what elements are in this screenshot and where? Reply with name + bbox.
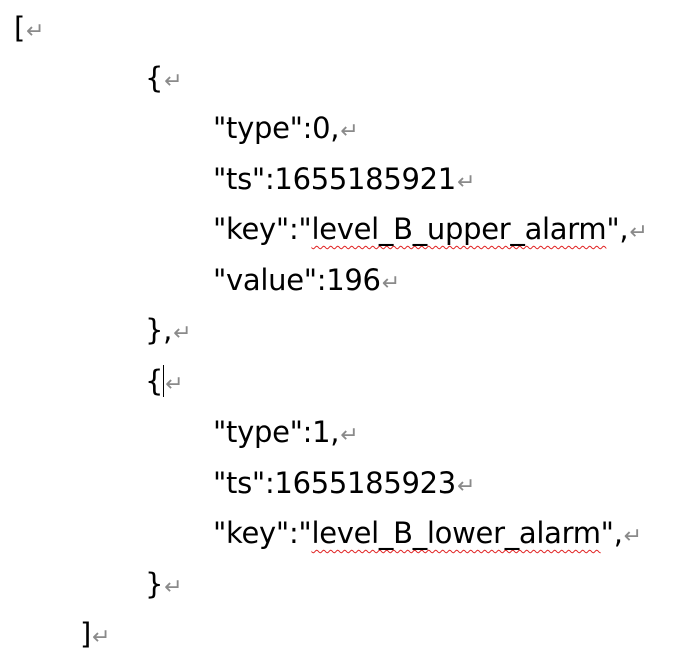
text-cursor — [163, 365, 165, 397]
line-text: ] — [80, 617, 92, 651]
paragraph-mark-icon: ↵ — [92, 625, 111, 650]
line-text: { — [145, 61, 164, 95]
text-line: ]↵ — [80, 614, 110, 658]
paragraph-mark-icon: ↵ — [629, 220, 648, 245]
spellcheck-flagged-word[interactable]: level_B_upper_alarm — [311, 212, 607, 246]
paragraph-mark-icon: ↵ — [26, 19, 45, 44]
line-text: { — [145, 364, 164, 398]
text-line: "ts":1655185921↵ — [213, 159, 475, 203]
spellcheck-flagged-word[interactable]: level_B_lower_alarm — [311, 516, 601, 550]
line-text: ", — [606, 212, 629, 246]
paragraph-mark-icon: ↵ — [165, 372, 184, 397]
line-text: "key":" — [213, 212, 312, 246]
line-text: ", — [600, 516, 623, 550]
text-line: "value":196↵ — [213, 260, 400, 304]
paragraph-mark-icon: ↵ — [164, 69, 183, 94]
line-text: "ts":1655185923 — [213, 466, 456, 500]
paragraph-mark-icon: ↵ — [340, 423, 359, 448]
line-text: "key":" — [213, 516, 312, 550]
paragraph-mark-icon: ↵ — [456, 170, 476, 195]
line-text: [ — [14, 11, 26, 45]
text-line: }↵ — [145, 564, 183, 608]
line-text: "value":196 — [213, 263, 381, 297]
text-line: "ts":1655185923↵ — [213, 463, 475, 507]
text-line: "type":1,↵ — [213, 412, 359, 456]
text-line: "key":"level_B_upper_alarm",↵ — [213, 209, 648, 253]
line-text: "type":1, — [213, 415, 340, 449]
text-line: {↵ — [145, 58, 183, 102]
line-text: }, — [145, 313, 173, 347]
text-line: },↵ — [145, 310, 192, 354]
paragraph-mark-icon: ↵ — [173, 321, 192, 346]
text-line: "key":"level_B_lower_alarm",↵ — [213, 513, 642, 557]
line-text: "type":0, — [213, 111, 340, 145]
line-text: "ts":1655185921 — [213, 162, 456, 196]
paragraph-mark-icon: ↵ — [456, 474, 476, 499]
line-text: } — [145, 567, 164, 601]
paragraph-mark-icon: ↵ — [340, 119, 359, 144]
text-line: [↵ — [14, 8, 44, 52]
paragraph-mark-icon: ↵ — [381, 271, 400, 296]
text-line: {↵ — [145, 361, 184, 405]
paragraph-mark-icon: ↵ — [623, 524, 642, 549]
text-line: "type":0,↵ — [213, 108, 359, 152]
paragraph-mark-icon: ↵ — [164, 575, 183, 600]
